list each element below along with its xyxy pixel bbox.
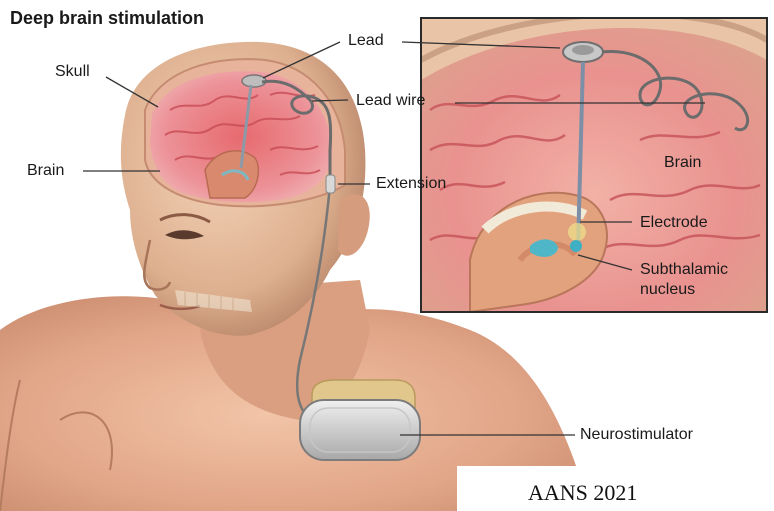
label-brain-inset: Brain	[664, 155, 701, 171]
neurostimulator-device	[300, 380, 420, 460]
label-nucleus: nucleus	[640, 282, 695, 298]
credit-text: AANS 2021	[528, 480, 637, 506]
figure-title: Deep brain stimulation	[10, 8, 204, 29]
label-skull: Skull	[55, 64, 90, 80]
label-electrode: Electrode	[640, 215, 708, 231]
extension-connector	[326, 175, 335, 193]
label-lead: Lead	[348, 33, 384, 49]
label-extension: Extension	[376, 176, 446, 192]
label-neurostimulator: Neurostimulator	[580, 427, 693, 443]
label-brain: Brain	[27, 163, 64, 179]
ear	[338, 194, 370, 256]
label-subthalamic: Subthalamic	[640, 262, 728, 278]
label-lead-wire: Lead wire	[356, 93, 425, 109]
